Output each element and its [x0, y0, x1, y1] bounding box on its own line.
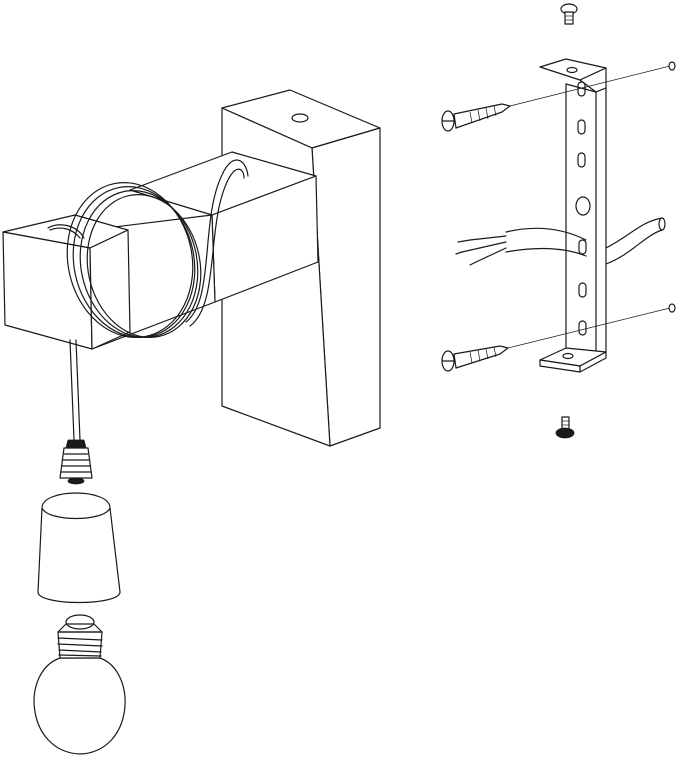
lamp-arm — [2, 151, 319, 350]
fixing-screw-bottom — [555, 416, 575, 439]
wall-plug-top — [668, 61, 676, 71]
mains-cable — [455, 217, 666, 266]
wall-plug-bottom — [668, 303, 676, 313]
coiled-cable — [66, 159, 249, 441]
wall-screw-bottom — [441, 307, 671, 372]
light-bulb — [33, 614, 126, 755]
fixing-screw-top — [560, 3, 578, 25]
lamp-holder — [37, 439, 121, 604]
mounting-bracket — [539, 58, 607, 373]
wall-screw-top — [441, 65, 671, 132]
